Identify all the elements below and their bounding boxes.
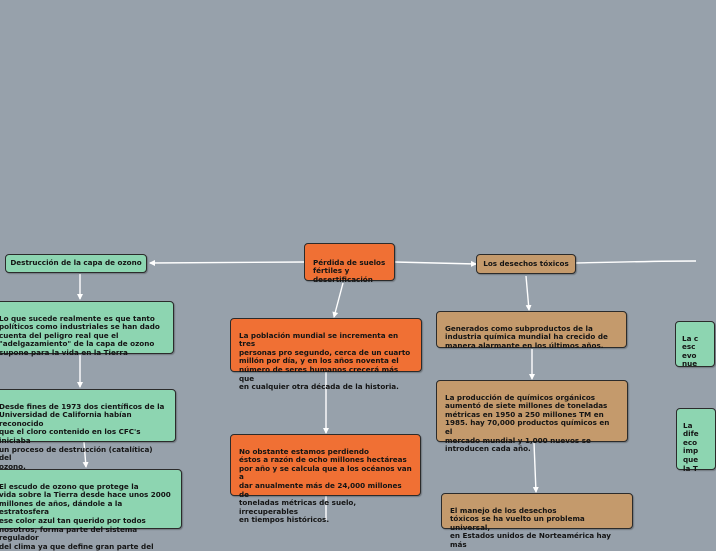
ozone-node-3-text: El escudo de ozono que protege la vida s…	[0, 481, 171, 551]
ozone-title-label: Destrucción de la capa de ozono	[10, 258, 142, 268]
toxic-title-node[interactable]: Los desechos tóxicos	[476, 254, 576, 274]
toxic-node-2[interactable]: La producción de químicos orgánicos aume…	[436, 380, 628, 453]
ozone-node-1-text: Lo que sucede realmente es que tanto pol…	[0, 313, 160, 357]
link-toxic-to-node1	[525, 275, 532, 311]
ozone-node-2-text: Desde fines de 1973 dos científicos de l…	[0, 401, 165, 471]
far-right-node-1-text: La c esc evo nue	[682, 333, 699, 369]
population-node-text: La población mundial se incrementa en tr…	[239, 330, 411, 392]
ozone-node-1[interactable]: Lo que sucede realmente es que tanto pol…	[0, 301, 174, 357]
far-right-node-2-text: La dife eco imp que la T	[683, 420, 699, 473]
soil-loss-node[interactable]: No obstante estamos perdiendo éstos a ra…	[230, 434, 421, 524]
central-topic-node[interactable]: Pérdida de suelos fértiles y desertifica…	[304, 243, 395, 284]
toxic-node-3-text: El manejo de los desechos tóxicos se ha …	[450, 505, 611, 549]
population-node[interactable]: La población mundial se incrementa en tr…	[230, 318, 422, 391]
toxic-node-3[interactable]: El manejo de los desechos tóxicos se ha …	[441, 493, 633, 549]
central-topic-label: Pérdida de suelos fértiles y desertifica…	[313, 257, 386, 284]
connector-layer	[77, 259, 697, 520]
toxic-node-1-text: Generados como subproductos de la indust…	[445, 323, 608, 350]
toxic-node-1[interactable]: Generados como subproductos de la indust…	[436, 311, 627, 350]
soil-loss-node-text: No obstante estamos perdiendo éstos a ra…	[239, 446, 412, 525]
ozone-node-2[interactable]: Desde fines de 1973 dos científicos de l…	[0, 389, 176, 471]
link-center-to-toxic	[394, 260, 477, 267]
link-toxic-node2-to-node3	[532, 442, 539, 493]
toxic-title-label: Los desechos tóxicos	[483, 258, 569, 268]
ozone-title-node[interactable]: Destrucción de la capa de ozono	[5, 254, 147, 273]
far-right-node-2[interactable]: La dife eco imp que la T	[676, 408, 716, 473]
link-toxic-to-offscreen	[575, 260, 697, 264]
far-right-node-1[interactable]: La c esc evo nue	[675, 321, 715, 369]
link-ozone-node2-to-node3	[82, 441, 89, 468]
toxic-node-2-text: La producción de químicos orgánicos aume…	[445, 392, 610, 454]
ozone-node-3[interactable]: El escudo de ozono que protege la vida s…	[0, 469, 182, 551]
link-center-to-population	[332, 282, 344, 318]
link-center-to-ozone	[149, 259, 305, 266]
